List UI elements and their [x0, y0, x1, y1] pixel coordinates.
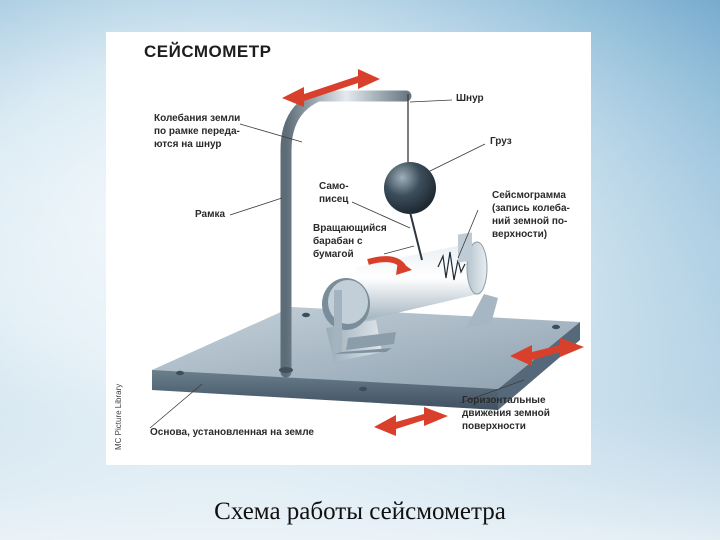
top-motion-arrow	[282, 69, 380, 107]
seismometer-illustration	[149, 69, 584, 436]
label-cord: Шнур	[456, 93, 484, 104]
label-pen: Само- писец	[319, 181, 349, 205]
base-screw-hole	[302, 312, 310, 318]
seismogram-trace	[437, 251, 466, 281]
base-screw-hole	[176, 370, 184, 376]
label-frame-vibration: Колебания земли по рамке переда- ются на…	[154, 113, 241, 150]
motion-arrows	[282, 69, 584, 436]
image-credit: MC Picture Library	[114, 383, 123, 450]
label-frame: Рамка	[195, 209, 226, 220]
seismometer-figure: СЕЙСМОМЕТР Колебания земли по рамке пере…	[106, 32, 591, 465]
rotating-drum	[322, 232, 498, 362]
label-seismogram: Сейсмограмма (запись колеба- ний земной …	[492, 190, 570, 240]
label-horizontal-motion: Горизонтальные движения земной поверхнос…	[462, 395, 550, 432]
label-weight: Груз	[490, 136, 512, 147]
pen-stylus	[409, 211, 423, 261]
label-base: Основа, установленная на земле	[150, 427, 314, 438]
label-drum: Вращающийся барабан с бумагой	[313, 223, 387, 260]
base-screw-hole	[359, 386, 367, 392]
slide-caption: Схема работы сейсмометра	[214, 498, 506, 525]
leader-lines	[149, 99, 525, 429]
weight-ball	[384, 162, 436, 214]
base-screw-hole	[552, 324, 560, 330]
bottom-motion-arrow	[374, 407, 448, 436]
figure-title: СЕЙСМОМЕТР	[144, 42, 272, 61]
